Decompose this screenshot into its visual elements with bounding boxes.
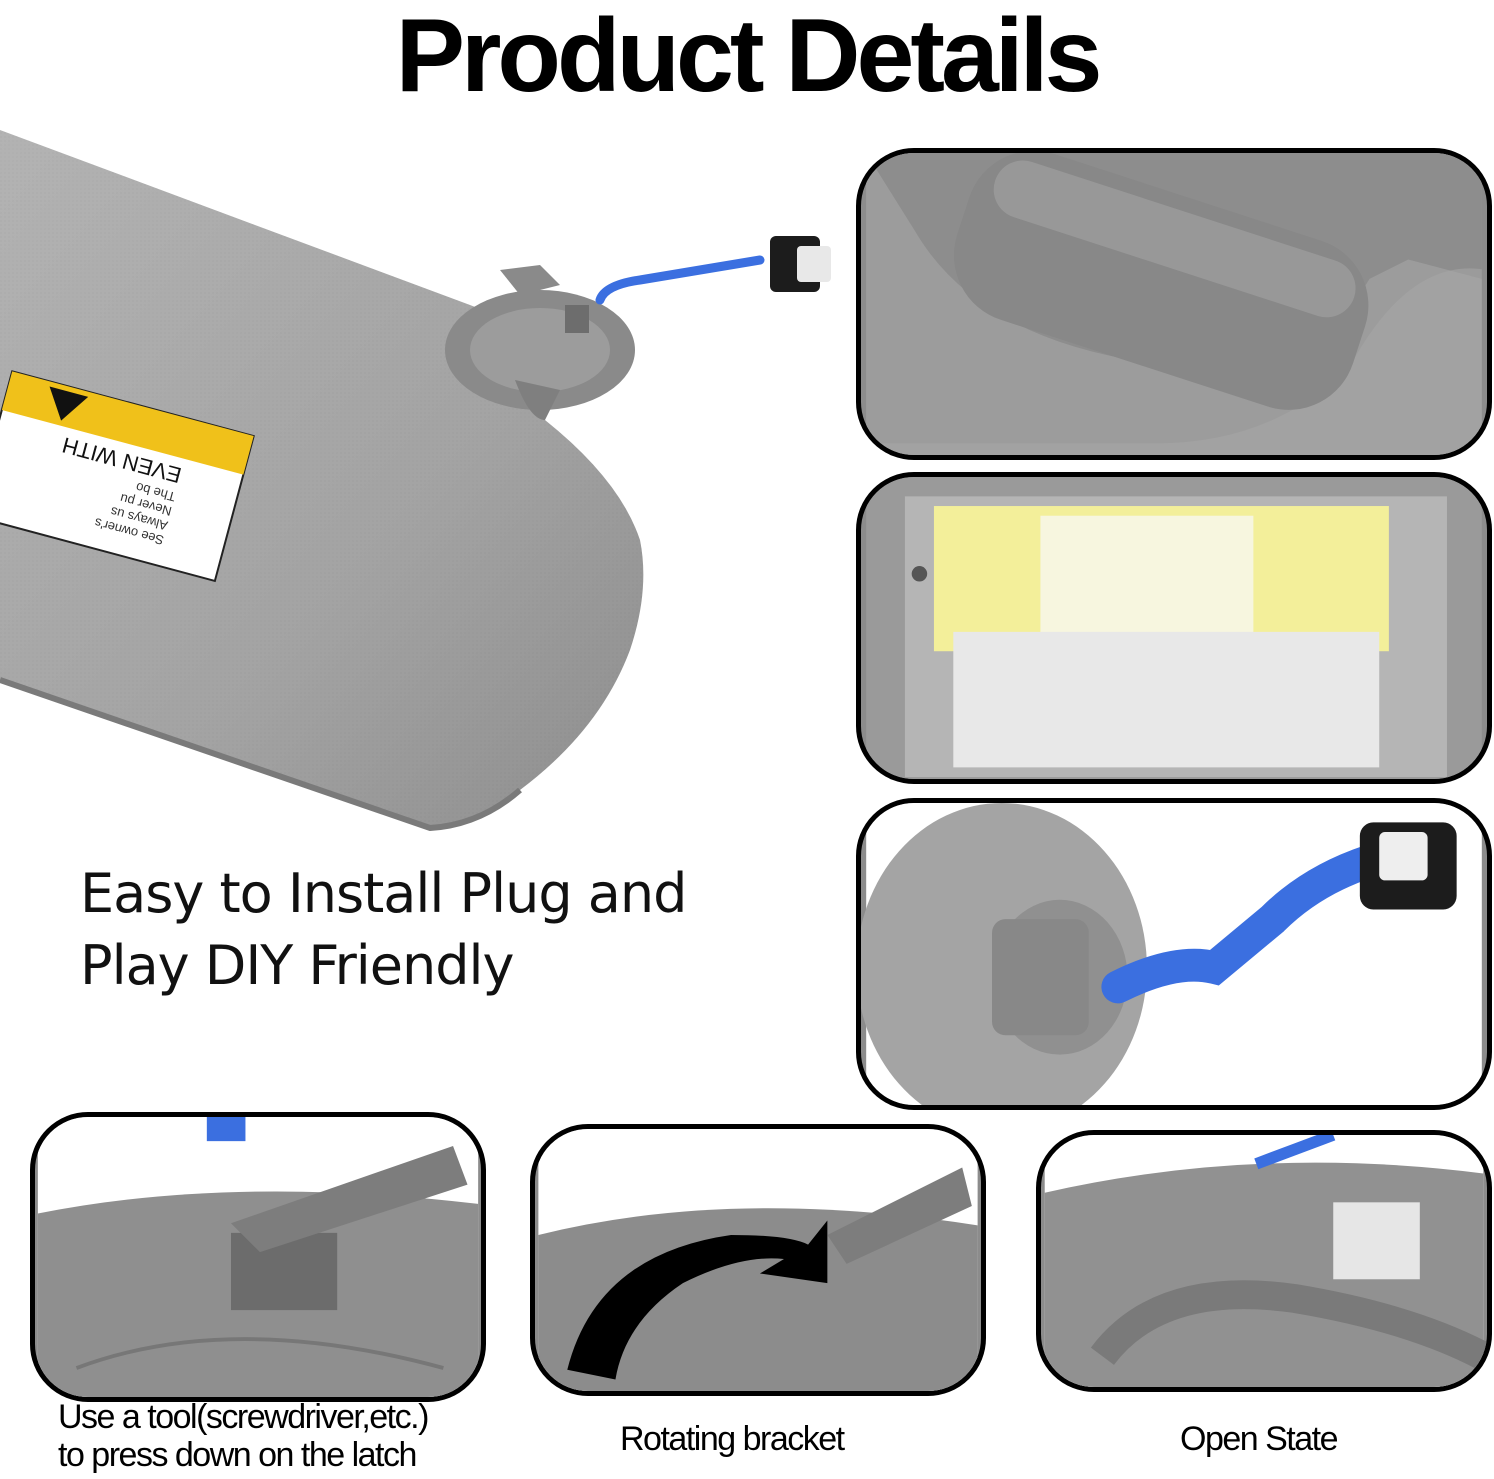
sun-visor-illustration: EVEN WITH See owner's Always us Never pu… bbox=[0, 130, 831, 832]
step2-caption: Rotating bracket bbox=[620, 1420, 845, 1458]
step1-caption-line2: to press down on the latch bbox=[58, 1436, 417, 1474]
screwdriver bbox=[230, 1145, 468, 1253]
step1-caption-line1: Use a tool(screwdriver,etc.) bbox=[58, 1398, 429, 1436]
feature-text: Easy to Install Plug and Play DIY Friend… bbox=[80, 858, 780, 1002]
detail-connector-panel bbox=[856, 798, 1492, 1110]
detail-rod-panel bbox=[856, 148, 1492, 460]
warning-label: EVEN WITH See owner's Always us Never pu… bbox=[0, 370, 255, 583]
wire bbox=[595, 255, 765, 305]
step-press-latch-panel bbox=[30, 1112, 486, 1402]
connector-wire bbox=[1101, 844, 1386, 1004]
sun-visor-image: EVEN WITH See owner's Always us Never pu… bbox=[0, 120, 860, 840]
feature-line-2: Play DIY Friendly bbox=[80, 934, 514, 997]
rotate-arrow bbox=[567, 1220, 828, 1380]
feature-line-1: Easy to Install Plug and bbox=[80, 862, 687, 925]
detail-light-panel bbox=[856, 472, 1492, 784]
page-title: Product Details bbox=[395, 0, 1103, 114]
step-rotate-panel bbox=[530, 1124, 986, 1396]
step3-caption: Open State bbox=[1180, 1420, 1339, 1458]
step1-caption: Use a tool(screwdriver,etc.) to press do… bbox=[58, 1398, 528, 1474]
step-open-state-panel bbox=[1036, 1130, 1492, 1392]
